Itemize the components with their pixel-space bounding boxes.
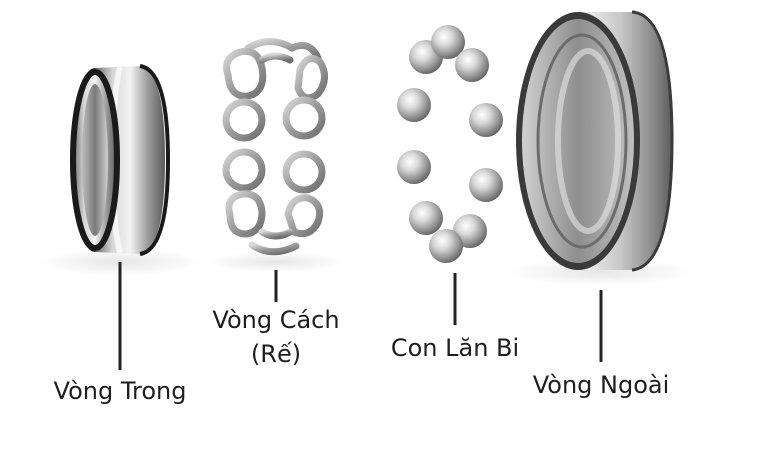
balls-label: Con Lăn Bi [390, 334, 520, 362]
balls-part [397, 25, 503, 263]
inner-ring-label: Vòng Trong [53, 377, 187, 405]
outer-ring-label: Vòng Ngoài [532, 371, 670, 399]
cage-part [222, 38, 328, 256]
cage-label-subtitle: (Rế) [250, 340, 302, 368]
inner-ring-part [70, 64, 171, 256]
cage-label: Vòng Cách [212, 306, 340, 334]
outer-ring-part [516, 10, 674, 272]
